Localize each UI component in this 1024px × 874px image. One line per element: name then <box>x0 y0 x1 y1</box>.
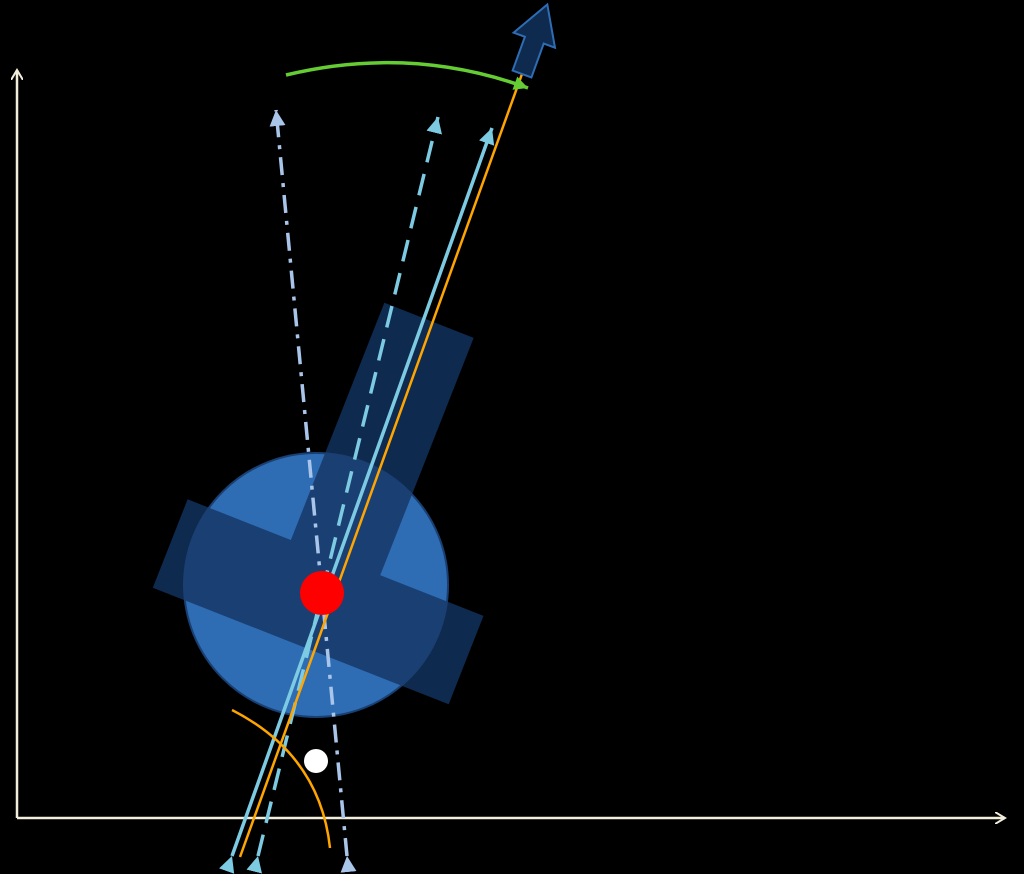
dashdot-guide-arrow <box>269 109 357 873</box>
angle-label-badge <box>304 749 328 773</box>
angle-label: Θ <box>306 747 326 775</box>
sweep-arc <box>285 60 529 90</box>
center-point <box>300 571 344 615</box>
angle-arc <box>231 708 332 849</box>
heading-arrow-icon <box>511 2 557 79</box>
heading-line <box>238 73 524 858</box>
